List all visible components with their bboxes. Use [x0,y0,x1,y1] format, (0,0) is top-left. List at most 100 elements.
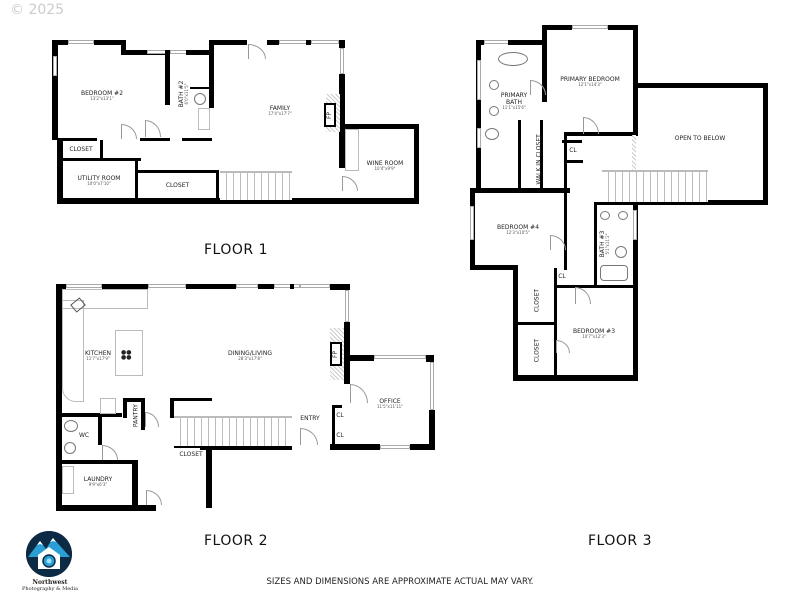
door[interactable] [145,412,159,427]
sink-icon [600,211,610,220]
toilet-icon [194,93,206,105]
window [380,445,410,449]
wall [98,413,102,445]
wall [52,40,68,45]
window [430,362,434,410]
logo-tagline: Photography & Media [22,586,78,593]
logo-name: Northwest [32,579,68,586]
fireplace: FP [330,342,342,366]
wall [56,284,62,510]
door[interactable] [102,445,118,460]
kitchen-island [115,330,143,376]
wall [165,50,170,105]
disclaimer-text: SIZES AND DIMENSIONS ARE APPROXIMATE ACT… [266,577,534,587]
room-label-cl: CL [569,147,577,154]
window [236,284,258,288]
sink-icon [489,106,499,116]
wall [186,284,236,289]
room-label-closet: CLOSET [69,146,93,153]
wall [62,460,132,464]
wall [52,40,58,140]
wall [608,25,638,30]
wall [290,284,294,289]
wall [633,285,638,380]
room-label-closet: CLOSET [179,451,203,458]
wall [170,398,212,401]
bathtub-icon [600,265,628,281]
room-label-cl: CL [558,273,566,280]
window [572,25,608,29]
window [477,128,481,148]
window [374,355,426,359]
window [279,40,309,44]
wall [339,40,345,48]
wall [513,375,638,381]
door[interactable] [121,124,137,139]
wall [330,444,380,450]
toilet-icon [64,420,78,432]
wall [56,284,66,289]
wall [94,40,126,45]
door[interactable] [300,428,318,445]
appliance [100,398,116,414]
wall [330,284,350,290]
window [477,60,481,100]
window [274,284,300,288]
wall [410,444,435,450]
wall [132,460,138,510]
door[interactable] [556,340,570,353]
wall [100,140,103,160]
wall [258,284,274,289]
room-label-cl: CL [336,412,344,419]
door[interactable] [248,44,266,59]
door[interactable] [583,117,599,134]
room-label-cl: CL [336,432,344,439]
door[interactable] [342,176,358,191]
window [68,40,94,44]
copyright-notice: © 2025 [10,2,65,18]
wall [123,398,143,402]
bathtub-icon [498,52,528,66]
kitchen-counter [62,300,84,402]
wall [170,398,174,418]
window [147,50,167,54]
door[interactable] [146,490,162,505]
wall [540,120,543,188]
wall [209,40,247,45]
sink-icon [618,211,628,220]
stairs [602,170,708,202]
wall [344,322,350,384]
wall [306,40,311,45]
stairs [220,171,292,200]
washer-dryer [62,466,74,494]
toilet-icon [485,128,499,140]
wall [476,40,481,190]
sink-icon [64,442,76,454]
wall [135,158,138,202]
window [300,284,330,288]
window [633,210,637,240]
wall [141,398,145,430]
kitchen-counter [62,289,148,309]
wall [140,138,170,141]
window [311,40,339,44]
wall [594,202,638,205]
window [340,48,344,74]
wall [339,74,345,168]
wall [57,138,97,141]
door[interactable] [145,120,161,137]
wall [57,198,419,204]
wall [200,444,292,450]
door[interactable] [575,287,591,304]
floor-3-title: FLOOR 3 [588,533,652,549]
logo-graphic [26,531,72,577]
railing [632,135,636,170]
wall [206,444,212,508]
wall [174,445,204,448]
